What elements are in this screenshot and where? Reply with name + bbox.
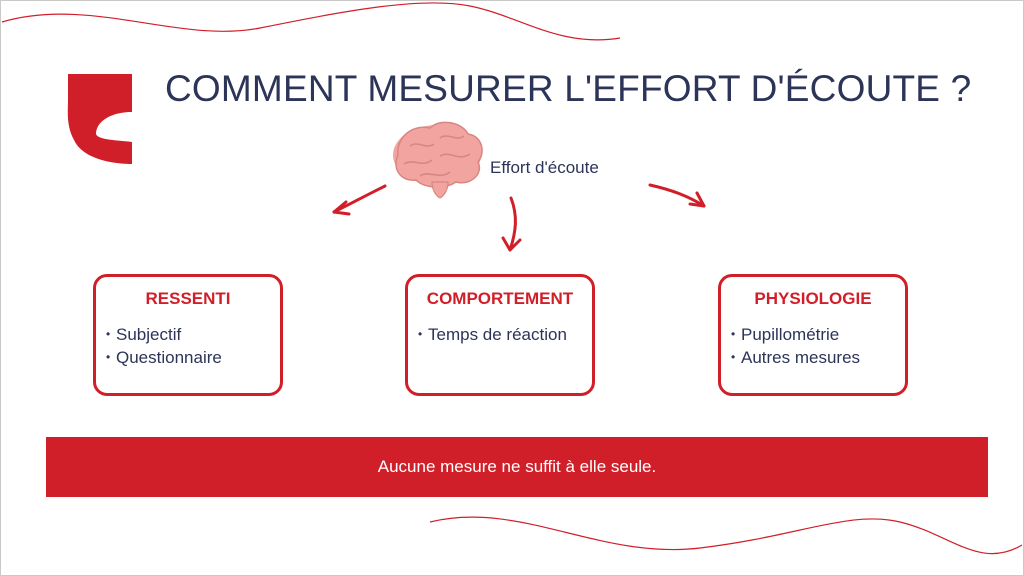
- banner-text: Aucune mesure ne suffit à elle seule.: [377, 457, 657, 476]
- card-comportement: COMPORTEMENT Temps de réaction: [405, 274, 595, 396]
- card-title: RESSENTI: [145, 289, 231, 308]
- bottom-wave-line: [429, 516, 1023, 555]
- list-item: Subjectif: [106, 323, 222, 346]
- card-list: Temps de réaction: [418, 323, 568, 346]
- card-list: Pupillométrie Autres mesures: [731, 323, 860, 369]
- page-title: COMMENT MESURER L'EFFORT D'ÉCOUTE ?: [165, 68, 972, 109]
- arrow-left-icon: [332, 184, 387, 216]
- list-item: Pupillométrie: [731, 323, 860, 346]
- card-list: Subjectif Questionnaire: [106, 323, 222, 369]
- list-item: Autres mesures: [731, 346, 860, 369]
- top-wave-line: [1, 2, 621, 41]
- card-title: PHYSIOLOGIE: [754, 289, 872, 308]
- arrow-right-icon: [648, 183, 706, 208]
- conclusion-banner: Aucune mesure ne suffit à elle seule.: [46, 437, 988, 497]
- arrow-down-icon: [501, 196, 522, 252]
- card-physiologie: PHYSIOLOGIE Pupillométrie Autres mesures: [718, 274, 908, 396]
- brain-label: Effort d'écoute: [490, 158, 599, 177]
- list-item: Temps de réaction: [418, 323, 568, 346]
- card-ressenti: RESSENTI Subjectif Questionnaire: [93, 274, 283, 396]
- logo-mark-icon: [67, 74, 132, 164]
- list-item: Questionnaire: [106, 346, 222, 369]
- card-title: COMPORTEMENT: [426, 289, 574, 308]
- brain-icon: [393, 121, 483, 199]
